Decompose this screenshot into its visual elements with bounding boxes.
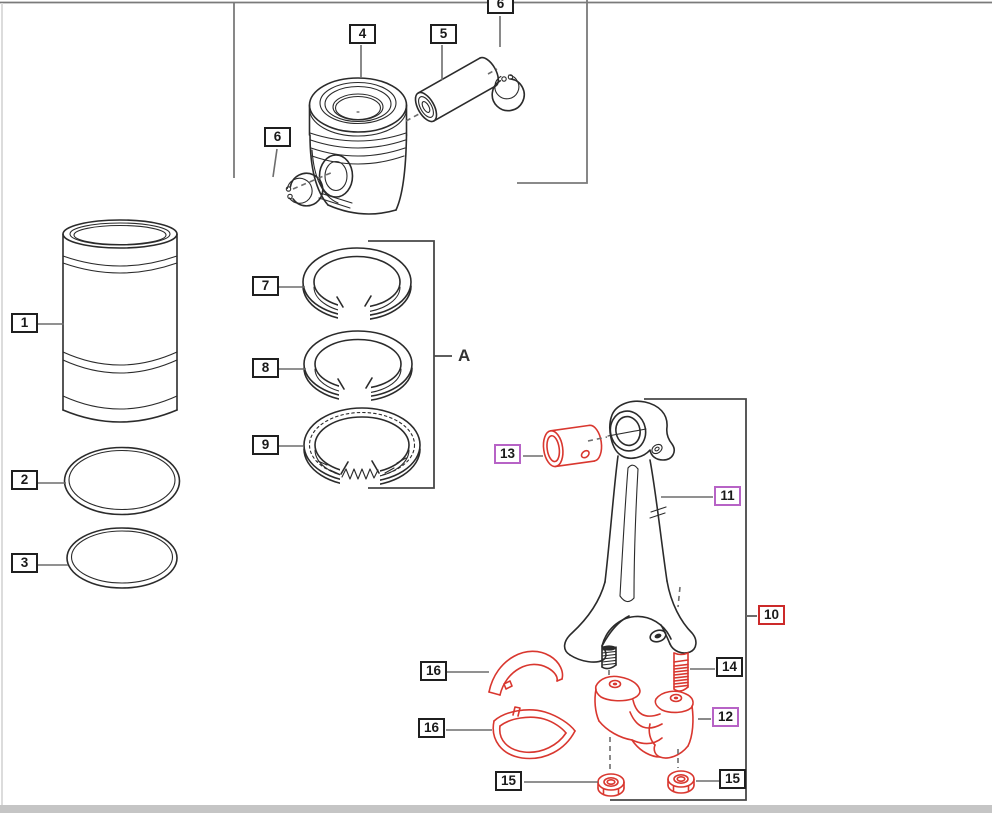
bearing-shell-upper-drawing (488, 650, 564, 696)
callout-14[interactable]: 14 (716, 657, 743, 677)
pin-bushing-drawing (542, 424, 603, 468)
group-a-label: A (458, 346, 471, 365)
callout-5[interactable]: 5 (430, 24, 457, 44)
snap-ring-top-drawing (491, 74, 525, 112)
cylinder-liner-drawing (62, 219, 178, 423)
oring-2-drawing (63, 446, 181, 516)
callout-11[interactable]: 11 (714, 486, 741, 506)
piston-pin-drawing (414, 56, 500, 123)
callout-10[interactable]: 10 (758, 605, 785, 625)
callout-2[interactable]: 2 (11, 470, 38, 490)
assembly-axis-lines (292, 68, 681, 770)
compression-ring-2-drawing (303, 330, 413, 406)
callout-15-left[interactable]: 15 (495, 771, 522, 791)
oring-3-drawing (66, 527, 178, 589)
callout-4[interactable]: 4 (349, 24, 376, 44)
callout-6-left[interactable]: 6 (264, 127, 291, 147)
connecting-rod-drawing (563, 400, 697, 663)
rod-bolt-right-drawing (673, 652, 689, 692)
snap-ring-left-drawing (285, 172, 324, 207)
callout-15-right[interactable]: 15 (719, 769, 746, 789)
rod-nut-left-drawing (597, 773, 625, 797)
piston-drawing (308, 77, 408, 215)
callout-3[interactable]: 3 (11, 553, 38, 573)
oil-control-ring-drawing (303, 407, 421, 490)
callout-16-upper[interactable]: 16 (420, 661, 447, 681)
bearing-cap-drawing (594, 675, 694, 759)
callout-9[interactable]: 9 (252, 435, 279, 455)
leader-lines (37, 16, 757, 783)
callout-7[interactable]: 7 (252, 276, 279, 296)
rod-bolt-left-drawing (601, 645, 617, 670)
callout-1[interactable]: 1 (11, 313, 38, 333)
callout-8[interactable]: 8 (252, 358, 279, 378)
compression-ring-1-drawing (302, 247, 412, 324)
callout-16-lower[interactable]: 16 (418, 718, 445, 738)
ring-set-bracket (368, 240, 452, 489)
rod-nut-right-drawing (667, 770, 695, 794)
callout-13[interactable]: 13 (494, 444, 521, 464)
callout-12[interactable]: 12 (712, 707, 739, 727)
bearing-shell-lower-drawing (492, 706, 576, 760)
callout-6-top[interactable]: 6 (487, 0, 514, 14)
